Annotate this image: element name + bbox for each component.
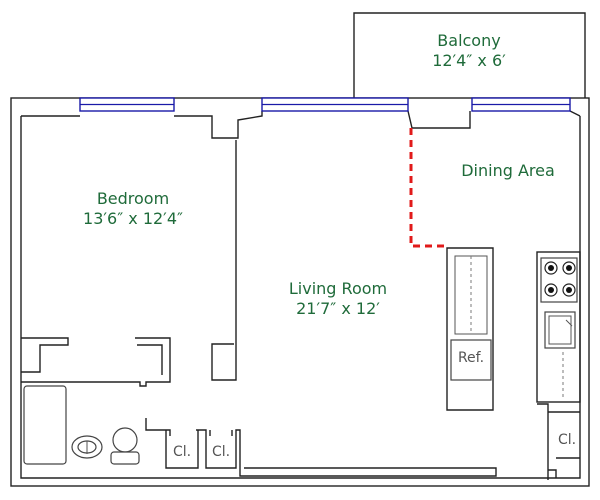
living-dining-divider	[409, 128, 447, 248]
closet-label-1: Cl.	[173, 444, 191, 460]
balcony-name: Balcony	[437, 31, 500, 50]
bathtub	[23, 385, 67, 465]
balcony-size: 12′4″ x 6′	[432, 51, 506, 70]
closet-label-2: Cl.	[212, 444, 230, 460]
stove-icon	[540, 257, 578, 303]
bedroom-bottom-wall	[21, 337, 171, 387]
living-name: Living Room	[289, 279, 387, 298]
bedroom-size: 13′6″ x 12′4″	[83, 209, 183, 228]
kitchen-counter	[446, 247, 494, 411]
window-bedroom	[79, 97, 175, 112]
kitchen-right-column	[536, 251, 581, 403]
refrigerator	[450, 339, 492, 381]
bedroom-partition	[211, 140, 237, 381]
toilet-icon	[110, 427, 140, 465]
window-dining	[471, 97, 571, 112]
top-wall-mid	[407, 110, 581, 129]
sink-icon	[71, 435, 103, 459]
top-wall-left	[21, 111, 263, 139]
kitchen-sink-icon	[544, 311, 576, 349]
closet-label-3: Cl.	[558, 432, 576, 448]
closet-walls	[145, 418, 497, 477]
balcony-outline	[353, 12, 586, 98]
refrigerator-label: Ref.	[458, 350, 484, 366]
right-closet	[537, 403, 580, 480]
bedroom-name: Bedroom	[97, 189, 169, 208]
window-living	[261, 97, 409, 112]
living-size: 21′7″ x 12′	[296, 299, 380, 318]
dining-name: Dining Area	[461, 161, 555, 180]
